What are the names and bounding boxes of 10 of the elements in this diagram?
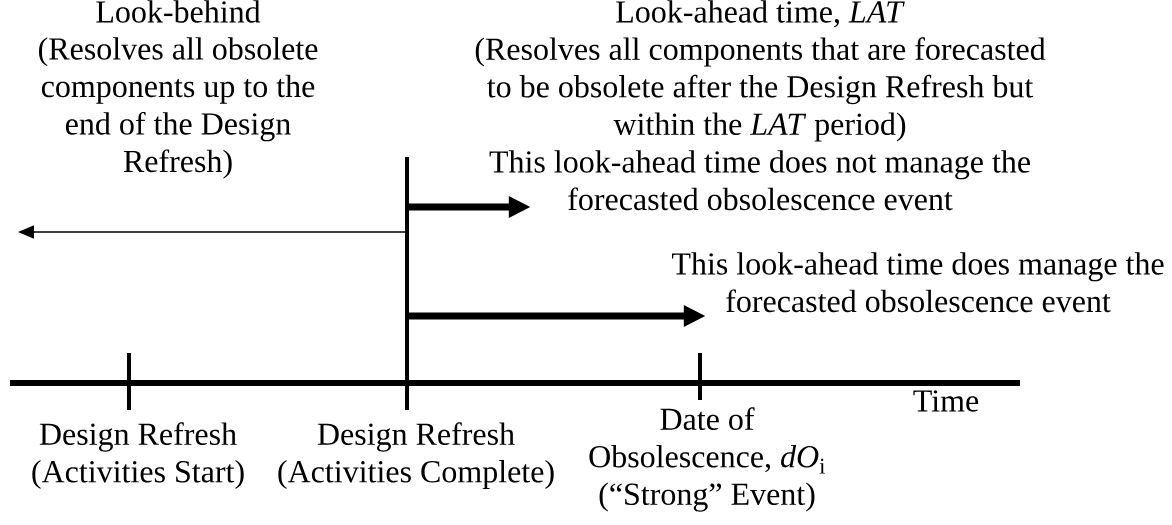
tick-label: Design Refresh (Activities Complete) bbox=[278, 422, 554, 490]
tick-label: Date of Obsolescence, dO$_{i}$ (“Strong” Event) bbox=[589, 407, 825, 512]
description-text: (Resolves all obsolete components up to the end of the Design Refresh) bbox=[39, 37, 318, 179]
axis-label: Time bbox=[913, 390, 979, 412]
tick-label: Design Refresh (Activities Start) bbox=[32, 422, 244, 490]
heading-text: Look-ahead time, LAT bbox=[616, 0, 905, 28]
heading-text: Look-behind bbox=[96, 0, 261, 23]
annotation-text: This look-ahead time does manage the forecasted obsolescence event bbox=[672, 252, 1164, 313]
description-text: (Resolves all components that are forecasted to be obsolete after the Design Refresh but within the LAT period) bbox=[475, 37, 1046, 142]
annotation-text: This look-ahead time does not manage the forecasted obsolescence event bbox=[489, 150, 1030, 211]
